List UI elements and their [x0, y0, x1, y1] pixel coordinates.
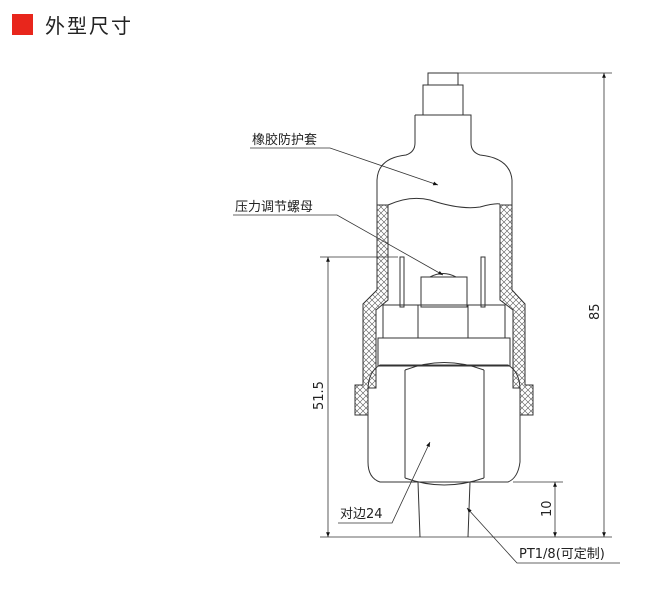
dim-10-text: 10 [540, 500, 555, 517]
boot-cut-wave [387, 197, 501, 209]
label-thread: PT1/8(可定制) [519, 547, 605, 562]
sensor-base [382, 304, 506, 339]
hex-nut [367, 364, 521, 483]
thread-stub [417, 481, 471, 538]
label-adjust-nut: 压力调节螺母 [235, 200, 313, 215]
dim-51-5-text: 51.5 [312, 381, 327, 410]
cable-stub [427, 72, 459, 86]
red-square-icon [12, 14, 33, 35]
label-rubber-cover: 橡胶防护套 [252, 132, 317, 148]
dim-85-text: 85 [588, 303, 603, 320]
rubber-boot [376, 114, 513, 205]
label-hex-flat: 对边24 [340, 507, 383, 522]
cable-gland [422, 84, 464, 116]
section-header: 外型尺寸 [12, 10, 133, 39]
section-title: 外型尺寸 [45, 14, 133, 38]
boot-wall-right [499, 204, 534, 416]
adjust-nut [420, 276, 468, 308]
